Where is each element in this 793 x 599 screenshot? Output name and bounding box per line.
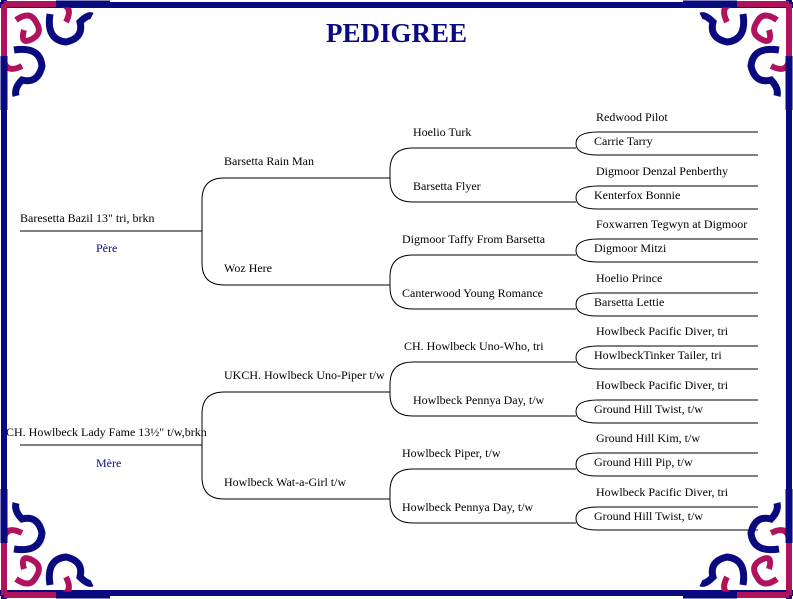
sire-dam-sire-name: Digmoor Taffy From Barsetta <box>402 232 546 246</box>
sire-role-label: Père <box>96 241 118 255</box>
frame-left <box>1 0 7 599</box>
sire-dam-dam-sire-name: Hoelio Prince <box>596 271 663 285</box>
sire-bracket <box>201 177 225 286</box>
dam-role-label: Mère <box>96 456 122 470</box>
sire-sire-dam-name: Barsetta Flyer <box>413 179 481 193</box>
dam-dam-dam-sire-name: Howlbeck Pacific Diver, tri <box>596 485 729 499</box>
dam-dam-sire-name: Howlbeck Piper, t/w <box>402 446 501 460</box>
dam-sire-sire-dam-name: HowlbeckTinker Tailer, tri <box>594 348 722 362</box>
dam-sire-name: UKCH. Howlbeck Uno-Piper t/w <box>224 368 385 382</box>
corner-ornament-top-right <box>683 0 793 110</box>
dam-sire-dam-dam-name: Ground Hill Twist, t/w <box>594 402 703 416</box>
frame-bottom <box>0 590 793 596</box>
dam-sire-dam-name: Howlbeck Pennya Day, t/w <box>413 393 545 407</box>
dam-dam-dam-name: Howlbeck Pennya Day, t/w <box>402 500 534 514</box>
frame-right <box>786 0 792 599</box>
dam-sire-sire-bracket <box>575 345 599 370</box>
corner-ornament-bottom-right <box>683 489 793 599</box>
dam-sire-sire-sire-name: Howlbeck Pacific Diver, tri <box>596 324 729 338</box>
dam-dam-bracket <box>389 468 414 524</box>
corner-ornament-top-left <box>0 0 110 110</box>
sire-sire-bracket <box>389 147 414 203</box>
sire-sire-name: Barsetta Rain Man <box>224 154 314 168</box>
sire-sire-dam-dam-name: Kenterfox Bonnie <box>594 188 681 202</box>
frame-top <box>0 2 793 8</box>
dam-dam-dam-dam-name: Ground Hill Twist, t/w <box>594 509 703 523</box>
sire-dam-sire-dam-name: Digmoor Mitzi <box>594 241 667 255</box>
sire-sire-sire-dam-name: Carrie Tarry <box>594 134 653 148</box>
dam-sire-dam-sire-name: Howlbeck Pacific Diver, tri <box>596 378 729 392</box>
sire-dam-name: Woz Here <box>224 261 273 275</box>
sire-sire-dam-sire-name: Digmoor Denzal Penberthy <box>596 164 728 178</box>
sire-dam-bracket <box>389 254 414 310</box>
dam-name: CH. Howlbeck Lady Fame 13½" t/w,brkn <box>6 425 207 439</box>
dam-dam-sire-sire-name: Ground Hill Kim, t/w <box>596 431 700 445</box>
sire-name: Baresetta Bazil 13" tri, brkn <box>20 211 155 225</box>
dam-dam-sire-bracket <box>575 452 599 477</box>
sire-sire-sire-name: Hoelio Turk <box>413 125 472 139</box>
sire-dam-sire-sire-name: Foxwarren Tegwyn at Digmoor <box>596 217 748 231</box>
dam-dam-name: Howlbeck Wat-a-Girl t/w <box>224 475 347 489</box>
dam-sire-bracket <box>389 361 414 417</box>
dam-dam-sire-dam-name: Ground Hill Pip, t/w <box>594 455 693 469</box>
sire-dam-dam-bracket <box>575 292 599 317</box>
dam-sire-dam-bracket <box>575 399 599 424</box>
corner-ornament-bottom-left <box>0 489 110 599</box>
sire-sire-dam-bracket <box>575 185 599 210</box>
sire-sire-sire-bracket <box>575 131 599 156</box>
sire-dam-dam-name: Canterwood Young Romance <box>402 286 543 300</box>
sire-dam-dam-dam-name: Barsetta Lettie <box>594 295 665 309</box>
sire-dam-sire-bracket <box>575 238 599 263</box>
sire-sire-sire-sire-name: Redwood Pilot <box>596 110 668 124</box>
dam-sire-sire-name: CH. Howlbeck Uno-Who, tri <box>404 339 544 353</box>
page-title: PEDIGREE <box>325 18 468 48</box>
dam-bracket <box>201 391 225 500</box>
dam-dam-dam-bracket <box>575 506 599 531</box>
